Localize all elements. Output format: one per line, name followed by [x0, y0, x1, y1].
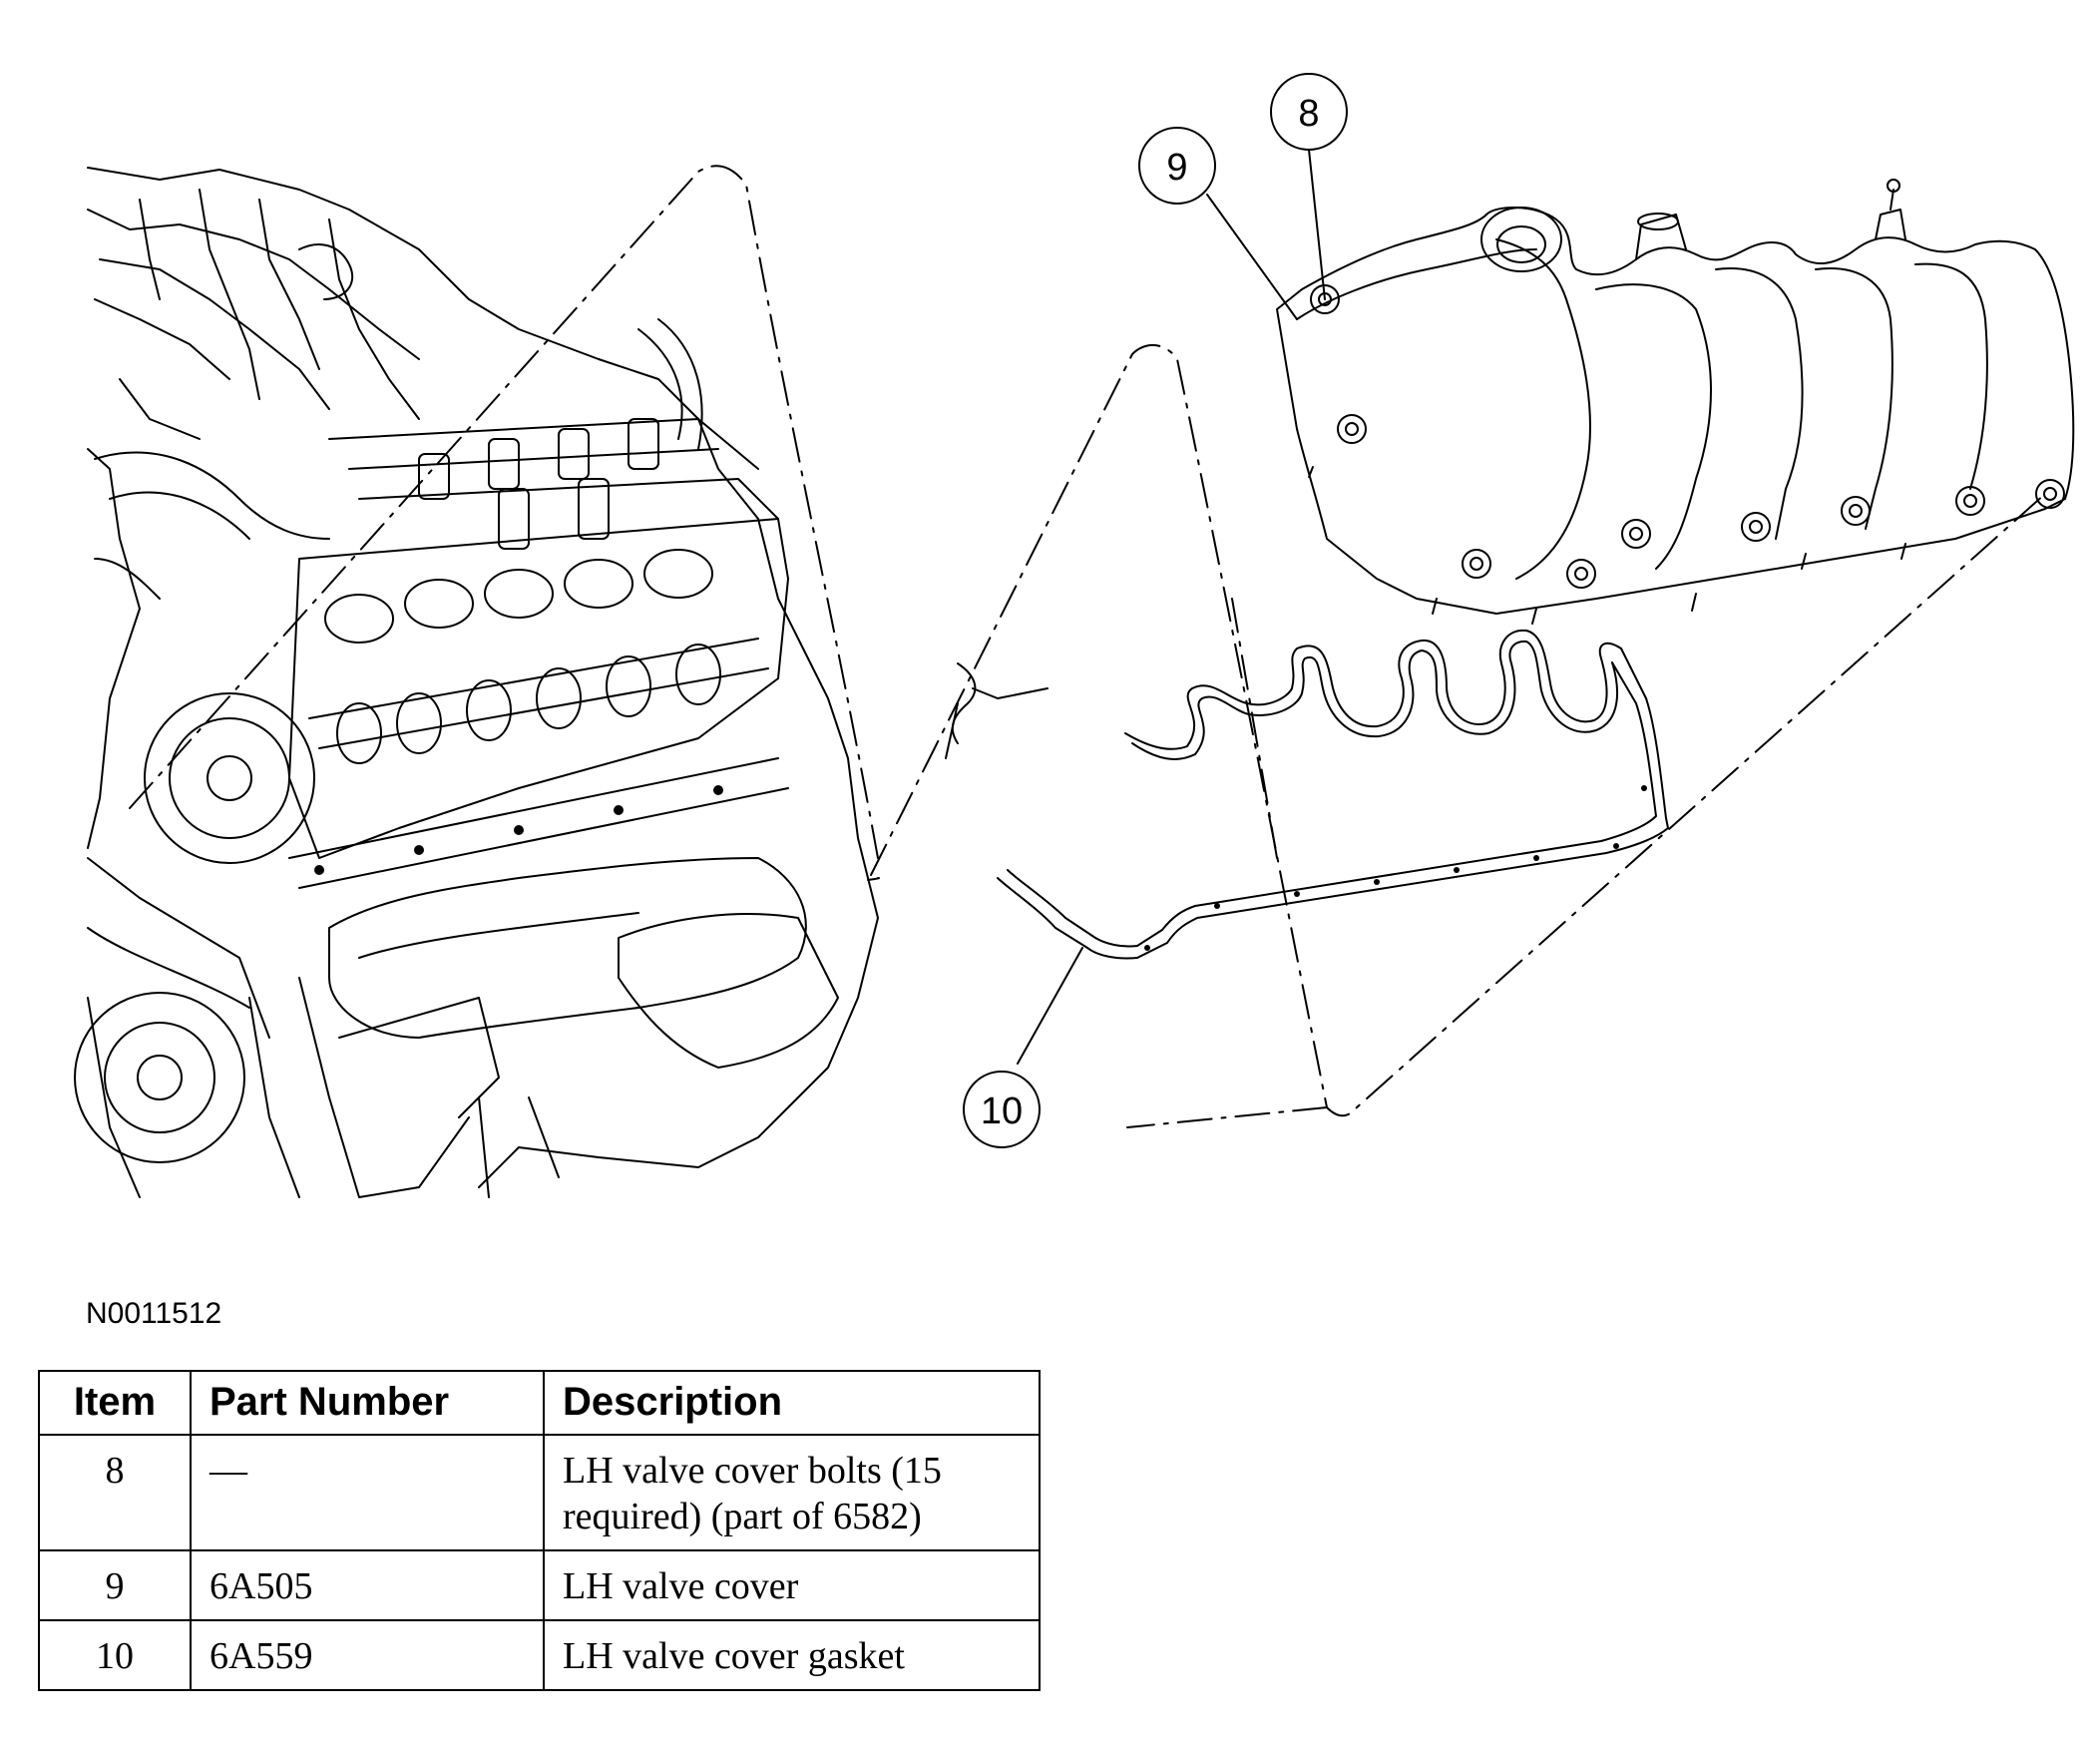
description-line: required) (part of 6582) [563, 1496, 922, 1537]
parts-table: Item Part Number Description 8 — LH valv… [38, 1370, 1041, 1691]
header-description: Description [543, 1370, 1041, 1436]
table-row: 9 6A505 LH valve cover [38, 1549, 1041, 1621]
callout-9: 9 [1138, 127, 1216, 205]
engine-illustration [74, 167, 879, 1198]
header-item: Item [38, 1370, 192, 1436]
exploded-view-dash-outline-left [129, 165, 881, 881]
description-line: LH valve cover bolts (15 [563, 1450, 942, 1492]
valve-cover-gasket [945, 629, 1669, 960]
callout-10: 10 [963, 1071, 1041, 1148]
callout-8-label: 8 [1298, 93, 1319, 135]
table-row: 8 — LH valve cover bolts (15 required) (… [38, 1434, 1041, 1551]
valve-cover [1276, 179, 2075, 625]
cell-description: LH valve cover bolts (15 required) (part… [543, 1434, 1041, 1551]
table-header-row: Item Part Number Description [38, 1370, 1041, 1436]
callout-8: 8 [1270, 73, 1348, 151]
cell-description: LH valve cover [543, 1549, 1041, 1621]
callout-leaders [1017, 149, 1326, 1065]
exploded-view-dash-outline-right [870, 344, 2046, 1128]
cell-item: 10 [38, 1619, 192, 1691]
header-part-number: Part Number [190, 1370, 545, 1436]
cell-item: 9 [38, 1549, 192, 1621]
callout-10-label: 10 [981, 1090, 1023, 1132]
figure-id: N0011512 [86, 1297, 222, 1330]
cell-part-number: 6A505 [190, 1549, 545, 1621]
cell-part-number: 6A559 [190, 1619, 545, 1691]
cell-part-number: — [190, 1434, 545, 1551]
cell-description: LH valve cover gasket [543, 1619, 1041, 1691]
exploded-view-illustration: 8 9 10 [74, 73, 2075, 1198]
gasket-bolt-holes [1144, 785, 1647, 951]
callout-9-label: 9 [1166, 147, 1187, 189]
table-row: 10 6A559 LH valve cover gasket [38, 1619, 1041, 1691]
cell-item: 8 [38, 1434, 192, 1551]
